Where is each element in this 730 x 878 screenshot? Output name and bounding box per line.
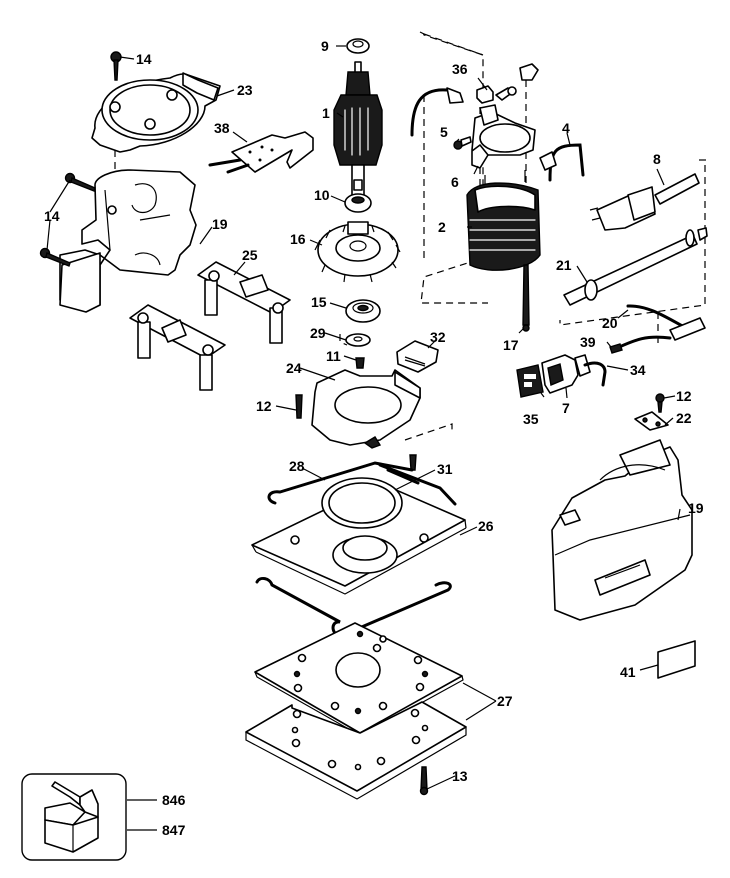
callout-2: 2 bbox=[438, 219, 446, 235]
washer-29[interactable] bbox=[345, 333, 371, 347]
armature-1[interactable] bbox=[333, 61, 383, 196]
callout-14-top: 14 bbox=[136, 51, 152, 67]
screw-12-left[interactable] bbox=[295, 394, 303, 419]
callout-29: 29 bbox=[310, 325, 326, 341]
bearing-15[interactable] bbox=[345, 299, 381, 323]
cord-protector-21[interactable] bbox=[563, 227, 708, 306]
foot-bracket-25[interactable] bbox=[197, 261, 291, 344]
callout-20: 20 bbox=[602, 315, 618, 331]
callout-5: 5 bbox=[440, 124, 448, 140]
screw-14-top[interactable] bbox=[110, 51, 122, 81]
callout-labels: 14 23 38 14 19 25 9 1 10 16 15 29 11 32 … bbox=[44, 38, 704, 838]
callout-17: 17 bbox=[503, 337, 519, 353]
brush-holder-plate-38[interactable] bbox=[208, 131, 314, 174]
foot-bracket-lower[interactable] bbox=[129, 304, 226, 391]
callout-39: 39 bbox=[580, 334, 596, 350]
callout-41: 41 bbox=[620, 664, 636, 680]
lead-34[interactable] bbox=[583, 361, 607, 387]
brush-lead-4[interactable] bbox=[539, 143, 585, 182]
callout-25: 25 bbox=[242, 247, 258, 263]
callout-35: 35 bbox=[523, 411, 539, 427]
callout-10: 10 bbox=[314, 187, 330, 203]
callout-9: 9 bbox=[321, 38, 329, 54]
screw-13[interactable] bbox=[419, 766, 429, 796]
pad-27-lower[interactable] bbox=[245, 701, 467, 800]
screw-17[interactable] bbox=[522, 264, 530, 332]
callout-21: 21 bbox=[556, 257, 572, 273]
callout-12-left: 12 bbox=[256, 398, 272, 414]
counterweight-cup-24[interactable] bbox=[311, 369, 421, 449]
callout-14-side: 14 bbox=[44, 208, 60, 224]
callout-24: 24 bbox=[286, 360, 302, 376]
end-cap-23[interactable] bbox=[91, 72, 221, 153]
callout-27: 27 bbox=[497, 693, 513, 709]
screw-12-center[interactable] bbox=[409, 454, 417, 471]
callout-1: 1 bbox=[322, 105, 330, 121]
screw-11[interactable] bbox=[355, 357, 365, 369]
callout-11: 11 bbox=[326, 348, 341, 364]
callout-846: 846 bbox=[162, 792, 186, 808]
callout-22: 22 bbox=[676, 410, 692, 426]
terminal-39[interactable] bbox=[609, 343, 623, 354]
cap-top[interactable] bbox=[519, 63, 539, 81]
callout-15: 15 bbox=[311, 294, 327, 310]
callout-34: 34 bbox=[630, 362, 646, 378]
callout-16: 16 bbox=[290, 231, 306, 247]
cord-clamp-22[interactable] bbox=[634, 411, 669, 431]
callout-4: 4 bbox=[562, 120, 570, 136]
bearing-10[interactable] bbox=[344, 193, 372, 213]
housing-19-right[interactable] bbox=[551, 439, 693, 621]
lead-wire-20[interactable] bbox=[615, 304, 706, 350]
brush-holder-6[interactable] bbox=[471, 104, 536, 169]
cord-plug-8[interactable] bbox=[589, 173, 700, 231]
callout-13: 13 bbox=[452, 768, 468, 784]
label-41[interactable] bbox=[657, 640, 696, 679]
brush-lead-left[interactable] bbox=[410, 87, 464, 137]
brush-36[interactable] bbox=[476, 85, 494, 104]
screw-12-right[interactable] bbox=[655, 393, 665, 413]
switch-7[interactable] bbox=[541, 354, 591, 394]
callout-12-right: 12 bbox=[676, 388, 692, 404]
callout-26: 26 bbox=[478, 518, 494, 534]
callout-7: 7 bbox=[562, 400, 570, 416]
switch-boot-35[interactable] bbox=[516, 364, 544, 398]
field-2[interactable] bbox=[466, 170, 541, 271]
brush-36-second[interactable] bbox=[495, 86, 517, 101]
screw-5[interactable] bbox=[453, 136, 472, 150]
callout-8: 8 bbox=[653, 151, 661, 167]
callout-847: 847 bbox=[162, 822, 186, 838]
carton-box[interactable] bbox=[21, 773, 127, 861]
callout-38: 38 bbox=[214, 120, 230, 136]
callout-32: 32 bbox=[430, 329, 446, 345]
callout-19-left: 19 bbox=[212, 216, 228, 232]
screw-14-side-upper[interactable] bbox=[64, 172, 96, 192]
callout-6: 6 bbox=[451, 174, 459, 190]
callout-31: 31 bbox=[437, 461, 453, 477]
fan-16[interactable] bbox=[314, 221, 401, 283]
pad-27-upper[interactable] bbox=[254, 622, 464, 737]
screw-14-side-lower[interactable] bbox=[39, 247, 71, 267]
platen-26[interactable] bbox=[251, 477, 467, 595]
leader-lines bbox=[46, 45, 681, 831]
callout-28: 28 bbox=[289, 458, 305, 474]
callout-23: 23 bbox=[237, 82, 253, 98]
callout-19-right: 19 bbox=[688, 500, 704, 516]
housing-19-left[interactable] bbox=[59, 169, 197, 313]
lever-32[interactable] bbox=[396, 340, 439, 373]
clamp-spring-28[interactable] bbox=[267, 461, 414, 505]
bearing-9[interactable] bbox=[346, 38, 370, 54]
callout-36: 36 bbox=[452, 61, 468, 77]
